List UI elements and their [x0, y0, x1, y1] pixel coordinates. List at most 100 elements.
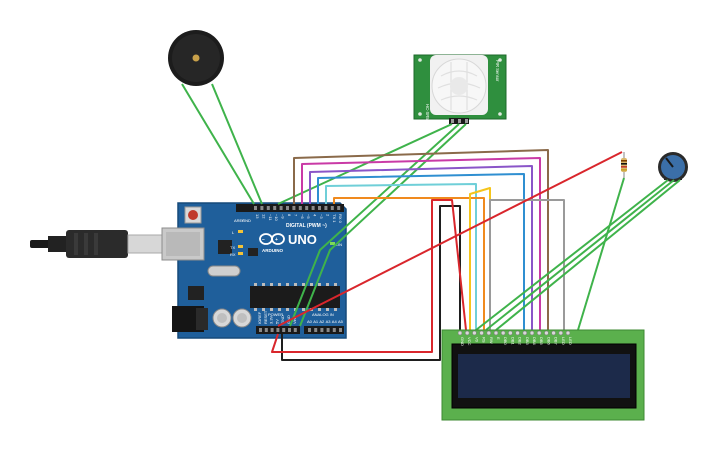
digital-pin-label: 4 — [313, 214, 318, 217]
power-label: POWER — [268, 312, 283, 317]
digital-pin — [305, 206, 309, 210]
analog-pin — [326, 328, 330, 332]
lcd-pin — [529, 330, 535, 336]
rx-label: RX — [230, 252, 236, 257]
tx-label: TX — [230, 245, 235, 250]
pir-sensor: HC-SR501 PIR Sensor — [413, 54, 507, 125]
power-pin-label: GND — [280, 315, 285, 324]
l-led-label: L — [232, 230, 235, 235]
lcd-pin-label: DB5 — [539, 337, 544, 346]
lcd-pin-label: RS — [482, 337, 487, 343]
wire-pot-3 — [495, 179, 681, 331]
analog-pin-label: A4 — [332, 319, 338, 324]
digital-label: DIGITAL (PWM ~) — [286, 223, 327, 229]
analog-pin-label: A3 — [326, 319, 332, 324]
wire-cyan — [325, 183, 477, 330]
potentiometer[interactable] — [658, 152, 688, 182]
analog-pin-label: A2 — [319, 319, 325, 324]
wire-magenta — [301, 157, 541, 330]
wire-pot-2 — [485, 179, 675, 331]
lcd-pin — [486, 330, 492, 336]
analog-header — [304, 326, 344, 334]
power-pin-label: 5V — [274, 319, 279, 324]
power-pin — [282, 328, 286, 332]
wire-buzzer-a — [181, 83, 255, 205]
gnd-label: GND — [242, 218, 251, 223]
wire-buzzer-b — [211, 83, 263, 205]
power-pin — [288, 328, 291, 332]
brand-label: ARDUINO — [262, 248, 283, 253]
wire-orange — [333, 197, 485, 330]
lcd-pin — [457, 330, 463, 336]
digital-pin-label: 7 — [293, 214, 298, 217]
lcd-pin-label: DB2 — [518, 337, 523, 346]
power-pin — [293, 328, 297, 332]
digital-pin-label: 13 — [255, 214, 260, 219]
atmega-chip — [250, 286, 340, 308]
wire-brown — [293, 149, 549, 330]
on-led — [330, 242, 335, 245]
lcd-pin-label: DB4 — [532, 337, 537, 346]
digital-pin — [298, 206, 302, 210]
lcd-pin-label: LED — [561, 337, 566, 345]
power-pin-label: RESET — [263, 310, 268, 324]
tx-led — [238, 245, 243, 248]
wire-purple — [309, 165, 533, 330]
wire-pir-2 — [289, 123, 460, 327]
analog-pin-label: A0 — [307, 319, 313, 324]
lcd-pin-label: VCC — [467, 337, 472, 346]
digital-pin — [279, 206, 283, 210]
pir-label-right: PIR Sensor — [495, 60, 500, 82]
analog-pin — [308, 328, 311, 332]
digital-pin-label: ~6 — [300, 214, 305, 219]
wire-blue — [317, 173, 525, 330]
lcd-pin — [464, 330, 470, 336]
piezo-buzzer — [168, 30, 224, 86]
digital-pin-label: TX 1 — [332, 214, 337, 223]
digital-pin — [273, 206, 277, 210]
on-label: ON — [336, 242, 342, 247]
lcd-pin-label: RW — [489, 337, 494, 344]
lcd-pin — [472, 330, 477, 336]
board-model: UNO — [288, 232, 317, 247]
digital-pin-label: ~5 — [306, 214, 311, 219]
buzzer-hole — [192, 54, 200, 62]
digital-pin-label: ~3 — [319, 214, 324, 219]
analog-pin — [332, 328, 336, 332]
analog-pin-label: A5 — [338, 319, 344, 324]
wires — [181, 83, 681, 361]
analog-pin — [320, 328, 324, 332]
lcd-pin-label: DB3 — [525, 337, 530, 346]
lcd-pin — [500, 330, 506, 336]
lcd-pin-label: V0 — [474, 337, 479, 343]
power-pin — [276, 328, 280, 332]
wire-black — [281, 205, 461, 361]
digital-pin-label: ~11 — [268, 214, 273, 221]
wire-resistor-lcd — [577, 177, 625, 331]
lcd-pin-label: DB0 — [503, 337, 508, 346]
lcd-pin — [508, 330, 513, 336]
aref-label: AREF — [234, 218, 245, 223]
svg-text:−: − — [262, 237, 265, 243]
svg-text:+: + — [275, 237, 278, 243]
digital-pin-label: 2 — [325, 214, 330, 217]
wire-red-resistor — [277, 151, 623, 327]
digital-pin — [254, 206, 257, 210]
analog-pin — [339, 328, 342, 332]
digital-pin — [260, 206, 264, 210]
digital-pin — [286, 206, 289, 210]
power-pin — [264, 328, 268, 332]
l-led — [238, 230, 243, 233]
analog-label: ANALOG IN — [312, 312, 334, 317]
digital-pin — [292, 206, 296, 210]
lcd-pin-label: DB7 — [554, 337, 559, 346]
crystal-oscillator — [207, 265, 241, 277]
lcd-pin-label: GND — [460, 337, 465, 346]
lcd-pin — [515, 330, 520, 336]
digital-header — [236, 204, 344, 212]
